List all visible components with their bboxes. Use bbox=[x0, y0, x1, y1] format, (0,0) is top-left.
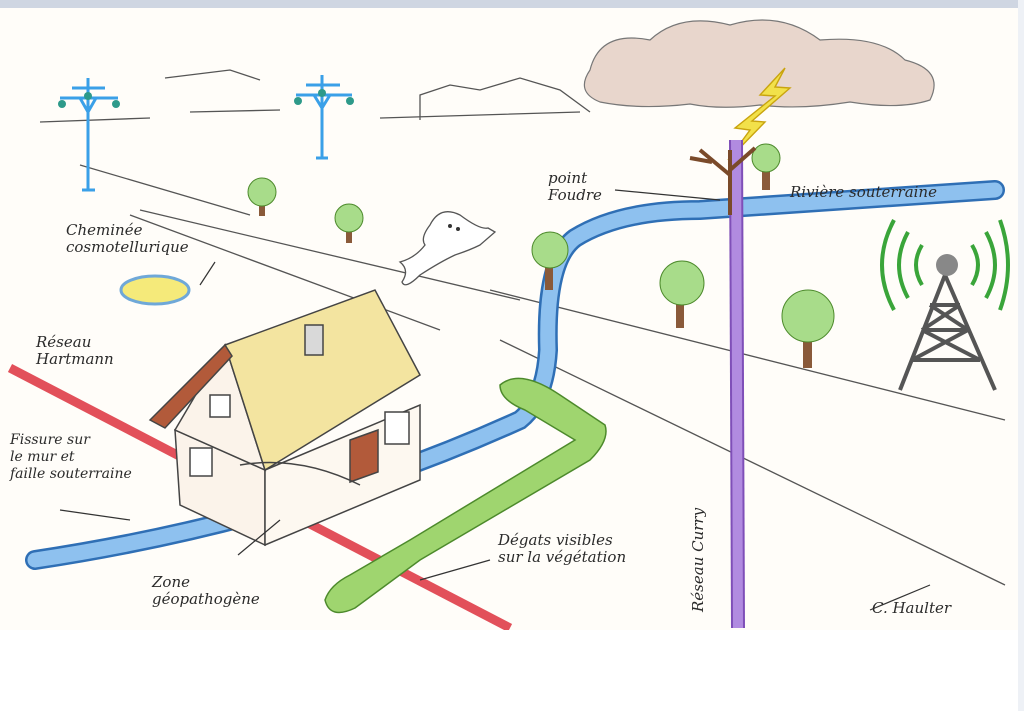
label-zone-geopathogene: Zone géopathogène bbox=[152, 573, 260, 608]
blank-bottom-area bbox=[0, 630, 1024, 711]
label-reseau-hartmann: Réseau Hartmann bbox=[36, 333, 114, 368]
signature: C. Haulter bbox=[872, 599, 952, 617]
label-reseau-curry: Réseau Curry bbox=[689, 507, 707, 612]
house-icon bbox=[148, 289, 421, 547]
label-cheminee: Cheminée cosmotellurique bbox=[66, 221, 189, 256]
antenna-tower-icon bbox=[880, 219, 1010, 391]
label-degats: Dégats visibles sur la végétation bbox=[498, 531, 627, 566]
sketch-drawing bbox=[7, 19, 1010, 630]
cheminee-ellipse bbox=[119, 274, 191, 306]
power-pylon-icon bbox=[60, 75, 352, 192]
label-point-foudre: point Foudre bbox=[548, 169, 602, 204]
label-riviere-souterraine: Rivière souterraine bbox=[790, 183, 937, 201]
ghost-icon bbox=[398, 211, 497, 286]
label-fissure: Fissure sur le mur et faille souterraine bbox=[10, 432, 132, 482]
pylon-insulators bbox=[58, 89, 354, 108]
window-right-border bbox=[1018, 0, 1024, 711]
struck-tree bbox=[689, 146, 757, 215]
hedge bbox=[324, 377, 607, 614]
leader-lines bbox=[59, 189, 931, 611]
window-top-border bbox=[0, 0, 1024, 8]
cloud-icon bbox=[583, 19, 935, 108]
tree-icon bbox=[247, 143, 835, 368]
horizon-lines bbox=[39, 69, 1006, 586]
curry-line bbox=[729, 139, 745, 629]
